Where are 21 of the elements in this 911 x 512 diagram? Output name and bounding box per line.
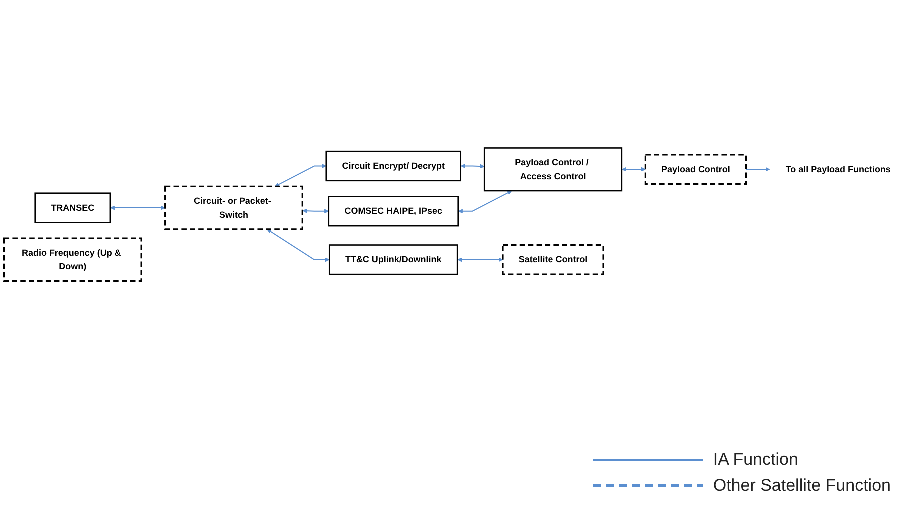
- node-box: Radio Frequency (Up & Down): [3, 238, 142, 282]
- node-text: To all Payload Functions: [786, 164, 891, 175]
- arrow: [302, 209, 330, 214]
- arrow: [110, 206, 166, 211]
- arrow: [458, 191, 512, 214]
- arrow: [458, 258, 504, 262]
- node-box: TT&C Uplink/Downlink: [328, 244, 458, 276]
- arrow: [460, 164, 485, 170]
- legend-label: IA Function: [713, 450, 798, 470]
- node-box: Payload Control / Access Control: [484, 148, 623, 192]
- node-box: TRANSEC: [34, 192, 112, 224]
- arrow: [746, 168, 770, 172]
- legend-label: Other Satellite Function: [713, 476, 891, 496]
- node-box: Circuit- or Packet- Switch: [164, 186, 304, 230]
- arrow: [275, 164, 327, 187]
- arrow: [267, 230, 330, 262]
- node-box: Satellite Control: [502, 244, 604, 276]
- arrow: [622, 168, 646, 172]
- node-box: Payload Control: [644, 154, 747, 186]
- node-box: Circuit Encrypt/ Decrypt: [326, 151, 462, 182]
- node-box: COMSEC HAIPE, IPsec: [328, 196, 460, 227]
